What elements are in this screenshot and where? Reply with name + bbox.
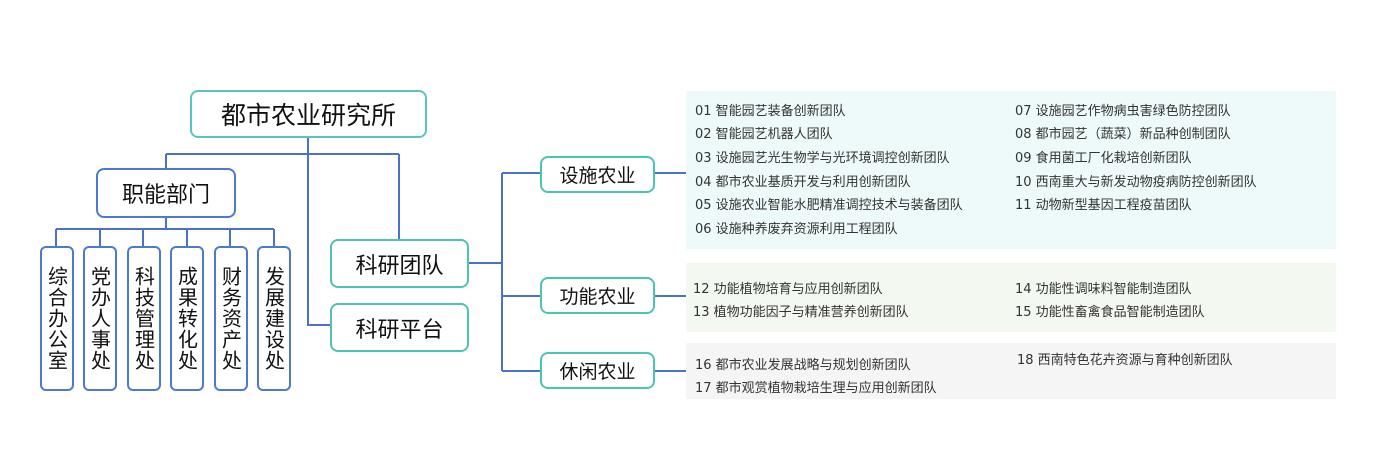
team-item: 03 设施园艺光生物学与光环境调控创新团队 — [695, 151, 950, 166]
departments-node: 职能部门 — [96, 168, 236, 218]
team-item: 17 都市观赏植物栽培生理与应用创新团队 — [695, 381, 937, 396]
team-item: 14 功能性调味料智能制造团队 — [1015, 282, 1192, 297]
department-item: 党办人事处 — [83, 246, 117, 391]
category-functional-agriculture: 功能农业 — [540, 277, 655, 314]
team-item: 01 智能园艺装备创新团队 — [695, 104, 846, 119]
team-item: 09 食用菌工厂化栽培创新团队 — [1015, 151, 1192, 166]
research-team-node: 科研团队 — [330, 239, 469, 288]
department-item: 科技管理处 — [127, 246, 161, 391]
team-item: 12 功能植物培育与应用创新团队 — [693, 282, 883, 297]
department-item: 综合办公室 — [40, 246, 74, 391]
category-leisure-agriculture: 休闲农业 — [540, 352, 655, 389]
team-item: 11 动物新型基因工程疫苗团队 — [1015, 198, 1192, 213]
department-item: 发展建设处 — [257, 246, 291, 391]
team-item: 13 植物功能因子与精准营养创新团队 — [693, 305, 909, 320]
facility-teams-panel — [686, 91, 1336, 249]
team-item: 08 都市园艺（蔬菜）新品种创制团队 — [1015, 127, 1231, 142]
department-item: 财务资产处 — [214, 246, 248, 391]
research-platform-node: 科研平台 — [330, 303, 469, 352]
team-item: 02 智能园艺机器人团队 — [695, 127, 833, 142]
root-node: 都市农业研究所 — [190, 90, 427, 138]
category-facility-agriculture: 设施农业 — [540, 156, 655, 193]
team-item: 04 都市农业基质开发与利用创新团队 — [695, 175, 911, 190]
team-item: 15 功能性畜禽食品智能制造团队 — [1015, 305, 1205, 320]
team-item: 18 西南特色花卉资源与育种创新团队 — [1017, 353, 1233, 368]
team-item: 06 设施种养废弃资源利用工程团队 — [695, 222, 898, 237]
functional-teams-panel — [686, 263, 1336, 332]
team-item: 10 西南重大与新发动物疫病防控创新团队 — [1015, 175, 1257, 190]
team-item: 05 设施农业智能水肥精准调控技术与装备团队 — [695, 198, 963, 213]
leisure-teams-panel — [686, 343, 1336, 399]
team-item: 07 设施园艺作物病虫害绿色防控团队 — [1015, 104, 1231, 119]
department-item: 成果转化处 — [170, 246, 204, 391]
team-item: 16 都市农业发展战略与规划创新团队 — [695, 358, 911, 373]
